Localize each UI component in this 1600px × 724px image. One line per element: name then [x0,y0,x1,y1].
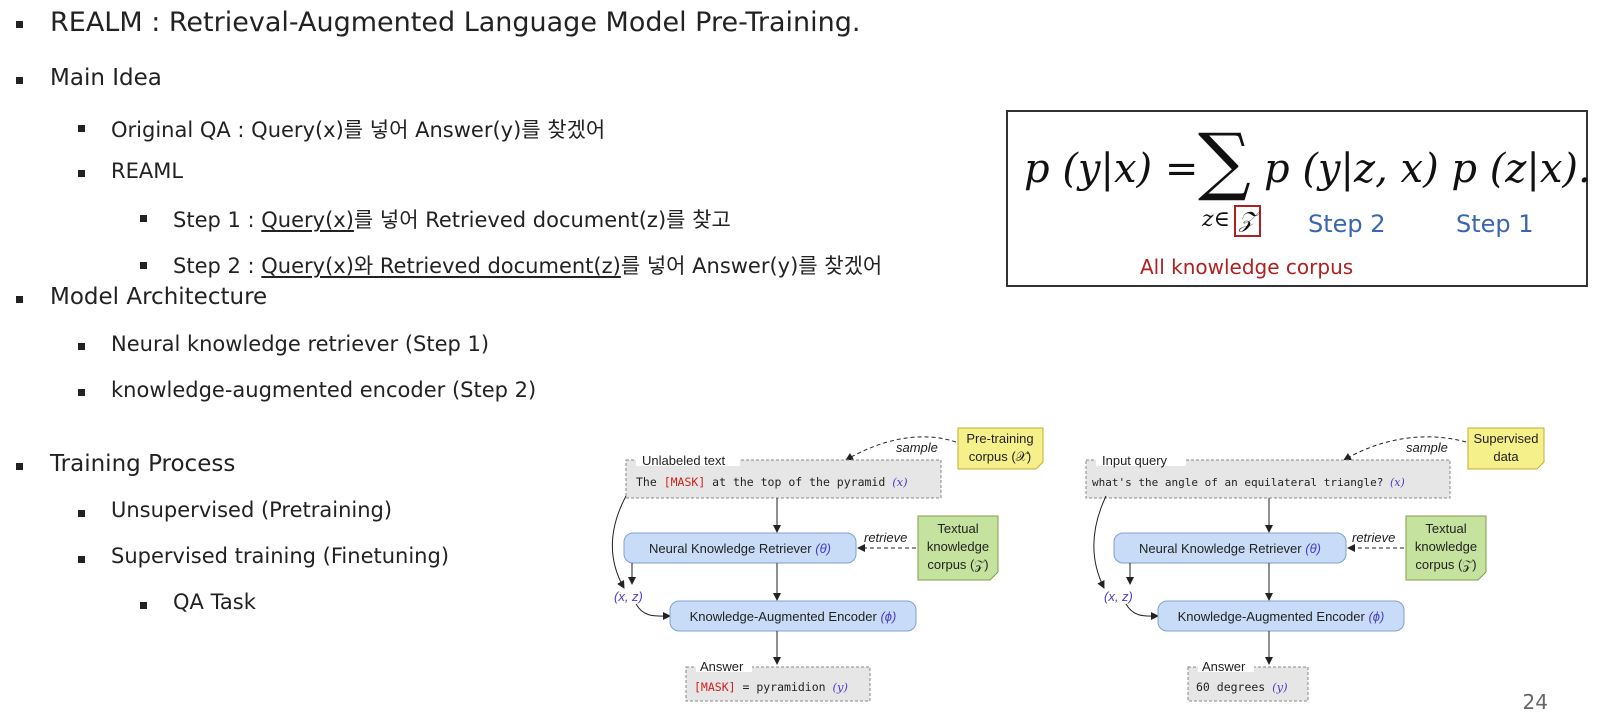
finetuning-diagram: Supervised data sample Input query what'… [1085,427,1545,702]
bullet-marker [78,170,85,177]
knowledge-augmented-encoder-box [1157,600,1405,632]
bullet-marker [78,125,85,132]
answer-box [685,666,871,702]
sample-arrow [1343,436,1467,461]
reaml-item: REAML [111,159,184,183]
bullet-marker [78,343,85,350]
formula-box: p (y|x) = ∑ p (y|z, x) p (z|x). z∈ 𝒵 Ste… [1006,110,1591,287]
bullet-marker [16,296,23,303]
step1-label: Step 1 [1456,210,1534,238]
sample-arrow [845,436,957,461]
step2-underlined: Query(x)와 Retrieved document(z) [261,254,621,278]
unlabeled-text-box [625,459,942,499]
answer-content: 60 degrees (y) [1196,680,1288,694]
unsupervised-item: Unsupervised (Pretraining) [111,498,393,522]
retrieve-label: retrieve [864,530,907,545]
answer-box [1187,666,1309,702]
xz-label: (x, z) [614,589,643,604]
bullet-marker [140,262,147,269]
formula-rhs: p (y|z, x) p (z|x). [1264,146,1591,192]
step1-item: Step 1 : Query(x)를 넣어 Retrieved document… [173,204,731,234]
answer-content: [MASK] = pyramidion (y) [694,680,848,694]
qa-task-item: QA Task [173,590,256,614]
bullet-marker [78,389,85,396]
original-qa-item: Original QA : Query(x)를 넣어 Answer(y)를 찾겠… [111,118,606,142]
sum-symbol: ∑ [1198,118,1251,204]
bullet-marker [16,463,23,470]
neural-knowledge-retriever-box [1113,532,1347,564]
svg-text:Supervised: Supervised [1473,431,1538,446]
slide-title: REALM : Retrieval-Augmented Language Mod… [50,7,861,38]
step2-item: Step 2 : Query(x)와 Retrieved document(z)… [173,250,882,280]
supervised-item: Supervised training (Finetuning) [111,544,450,568]
pretraining-corpus-text: Pre-training [966,431,1033,446]
all-knowledge-corpus-label: All knowledge corpus [1140,255,1354,279]
sample-label: sample [1406,440,1448,455]
step2-prefix: Step 2 : [173,254,262,278]
bullet-marker [78,556,85,563]
sum-subscript: z∈ [1202,207,1230,232]
step2-suffix: 를 넣어 Answer(y)를 찾겠어 [620,254,883,278]
svg-text:Neural Knowledge Retriever (θ): Neural Knowledge Retriever (θ) [1139,541,1321,556]
svg-text:Textual: Textual [1425,521,1466,536]
pretraining-diagram: Pre-training corpus (𝒳) sample Unlabeled… [611,427,1044,702]
training-process-heading: Training Process [50,451,236,477]
main-idea-heading: Main Idea [50,65,162,91]
svg-text:Knowledge-Augmented Encoder (ϕ: Knowledge-Augmented Encoder (ϕ) [1178,609,1385,624]
encoder-item: knowledge-augmented encoder (Step 2) [111,378,537,402]
input-query-box [1085,459,1451,499]
bullet-marker [78,510,85,517]
unlabeled-text-title: Unlabeled text [642,453,725,468]
retriever-label: Neural Knowledge Retriever (θ) [649,541,831,556]
retriever-item: Neural knowledge retriever (Step 1) [111,332,490,356]
encoder-label: Knowledge-Augmented Encoder (ϕ) [690,609,897,624]
supervised-data-note [1467,427,1545,470]
bullet-marker [16,77,23,84]
bullet-marker [140,215,147,222]
model-architecture-heading: Model Architecture [50,284,268,310]
knowledge-augmented-encoder-box [669,600,917,632]
retrieve-label: retrieve [1352,530,1395,545]
pretraining-corpus-note [957,427,1044,470]
svg-text:knowledge: knowledge [1415,539,1477,554]
svg-text:knowledge: knowledge [927,539,989,554]
step2-label: Step 2 [1308,210,1386,238]
sample-label: sample [896,440,938,455]
formula-lhs: p (y|x) = [1024,146,1199,192]
step1-suffix: 를 넣어 Retrieved document(z)를 찾고 [353,208,731,232]
textual-knowledge-corpus-note [917,515,999,581]
neural-knowledge-retriever-box [623,532,857,564]
step1-prefix: Step 1 : [173,208,262,232]
step1-underlined: Query(x) [261,208,354,232]
svg-text:corpus (𝒵): corpus (𝒵) [927,557,988,572]
xz-label: (x, z) [1104,589,1133,604]
svg-text:data: data [1493,449,1519,464]
textual-knowledge-corpus-note [1405,515,1487,581]
page-number: 24 [1522,690,1548,714]
answer-title: Answer [1202,659,1246,674]
svg-text:Textual: Textual [937,521,978,536]
bullet-marker [16,21,23,28]
answer-title: Answer [700,659,744,674]
pretraining-corpus-text: corpus (𝒳) [969,449,1031,464]
unlabeled-text-content: The [MASK] at the top of the pyramid (x) [636,475,908,489]
corpus-set-highlight: 𝒵 [1234,205,1261,237]
bullet-marker [140,602,147,609]
input-query-content: what's the angle of an equilateral trian… [1092,476,1405,489]
svg-text:corpus (𝒵): corpus (𝒵) [1415,557,1476,572]
input-query-title: Input query [1102,453,1168,468]
